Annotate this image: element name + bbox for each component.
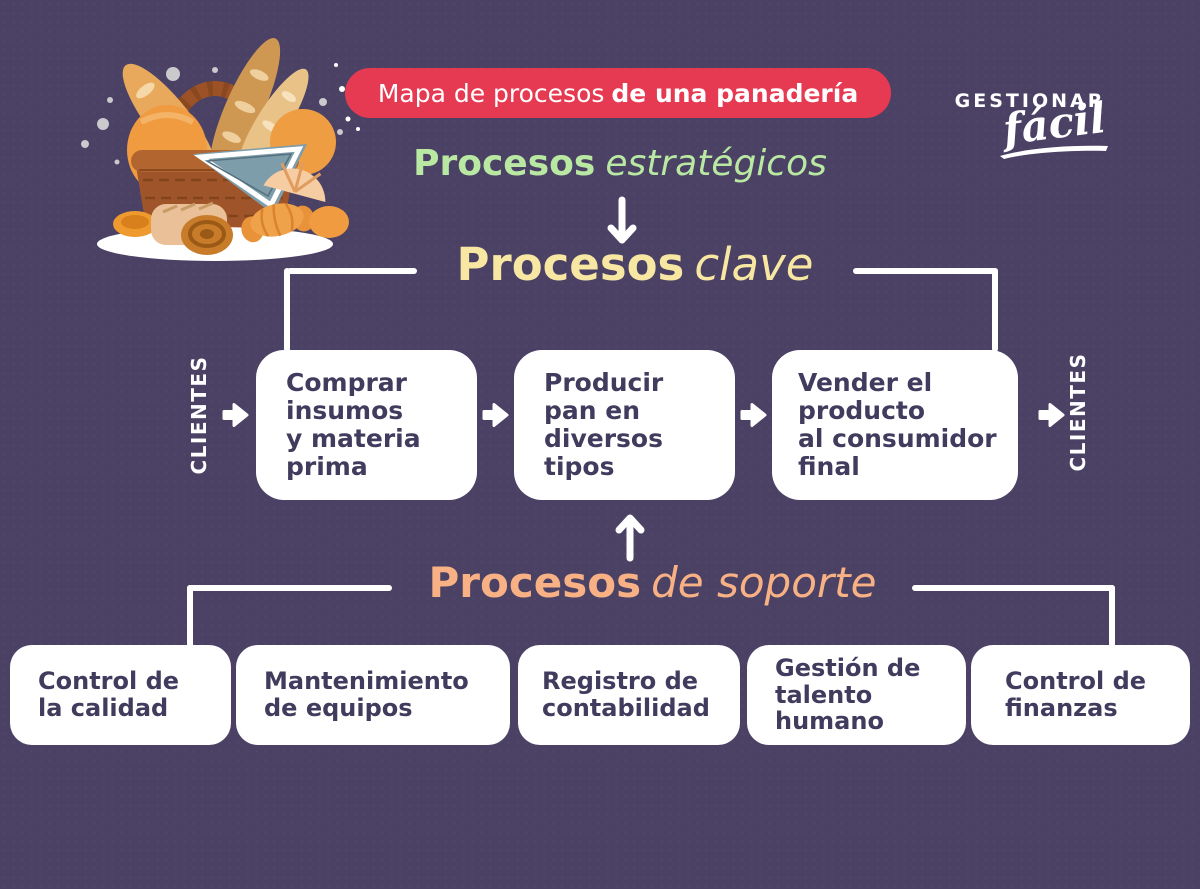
box-line: y materia [286,424,421,453]
heading-italic: de soporte [651,558,877,607]
box-line: tipos [544,452,615,481]
logo-underline-swoosh-icon [1000,145,1108,159]
banner-text-bold: de una panadería [611,78,859,108]
connector-support-right-vertical [1109,585,1115,648]
arrow-right-icon [740,403,767,427]
arrow-right-icon [482,403,509,427]
connector-key-right-horizontal [853,268,998,274]
box-line: insumos [286,396,404,425]
box-line: Gestión de [775,653,921,682]
key-process-box-comprar: Comprar insumos y materia prima [256,350,477,500]
connector-key-left-horizontal [287,268,417,274]
box-line: Registro de [542,667,699,696]
gestionar-facil-logo: GESTIONAR fácil [940,90,1120,160]
heading-italic: clave [694,238,814,291]
box-line: diversos [544,424,663,453]
box-line: final [798,452,860,481]
key-process-box-vender: Vender el producto al consumidor final [772,350,1018,500]
box-line: talento [775,680,873,709]
title-banner: Mapa de procesos de una panadería [345,68,891,118]
banner-text-regular: Mapa de procesos [377,78,605,108]
arrow-right-icon [222,403,249,427]
heading-bold: Procesos [456,238,685,291]
white-dots-icon [334,63,360,131]
box-line: la calidad [38,694,169,722]
clientes-label-left: CLIENTES [187,355,211,475]
box-line: prima [286,452,368,481]
box-line: producto [798,396,926,425]
connector-key-right-vertical [992,268,998,352]
connector-support-left-horizontal [187,585,392,591]
support-box-control-calidad: Control de la calidad [10,645,231,745]
box-line: de equipos [264,694,413,722]
box-line: al consumidor [798,424,997,453]
heading-italic: estratégicos [605,143,827,184]
box-line: Vender el [798,368,933,397]
connector-key-left-vertical [284,268,290,352]
support-box-registro-contabilidad: Registro de contabilidad [518,645,740,745]
box-line: Control de [1005,667,1147,696]
box-line: pan en [544,396,641,425]
key-process-box-producir: Producir pan en diversos tipos [514,350,735,500]
connector-support-right-horizontal [912,585,1115,591]
box-line: Producir [544,368,664,397]
box-line: humano [775,707,884,736]
connector-support-left-vertical [187,585,193,648]
arrow-right-icon [1038,403,1065,427]
box-line: Control de [38,667,180,696]
box-line: Comprar [286,368,407,397]
support-box-control-finanzas: Control de finanzas [971,645,1190,745]
support-box-mantenimiento: Mantenimiento de equipos [236,645,510,745]
box-line: finanzas [1005,694,1118,722]
box-line: contabilidad [542,694,710,722]
bakery-basket-illustration [81,38,360,261]
heading-bold: Procesos [428,558,642,607]
clientes-label-right: CLIENTES [1066,352,1090,472]
heading-bold: Procesos [413,143,596,184]
arrow-up-icon [615,514,645,562]
box-line: Mantenimiento [264,667,469,696]
support-box-gestion-talento: Gestión de talento humano [747,645,966,745]
arrow-down-icon [607,196,637,244]
logo-wordmark: GESTIONAR [954,90,1106,112]
